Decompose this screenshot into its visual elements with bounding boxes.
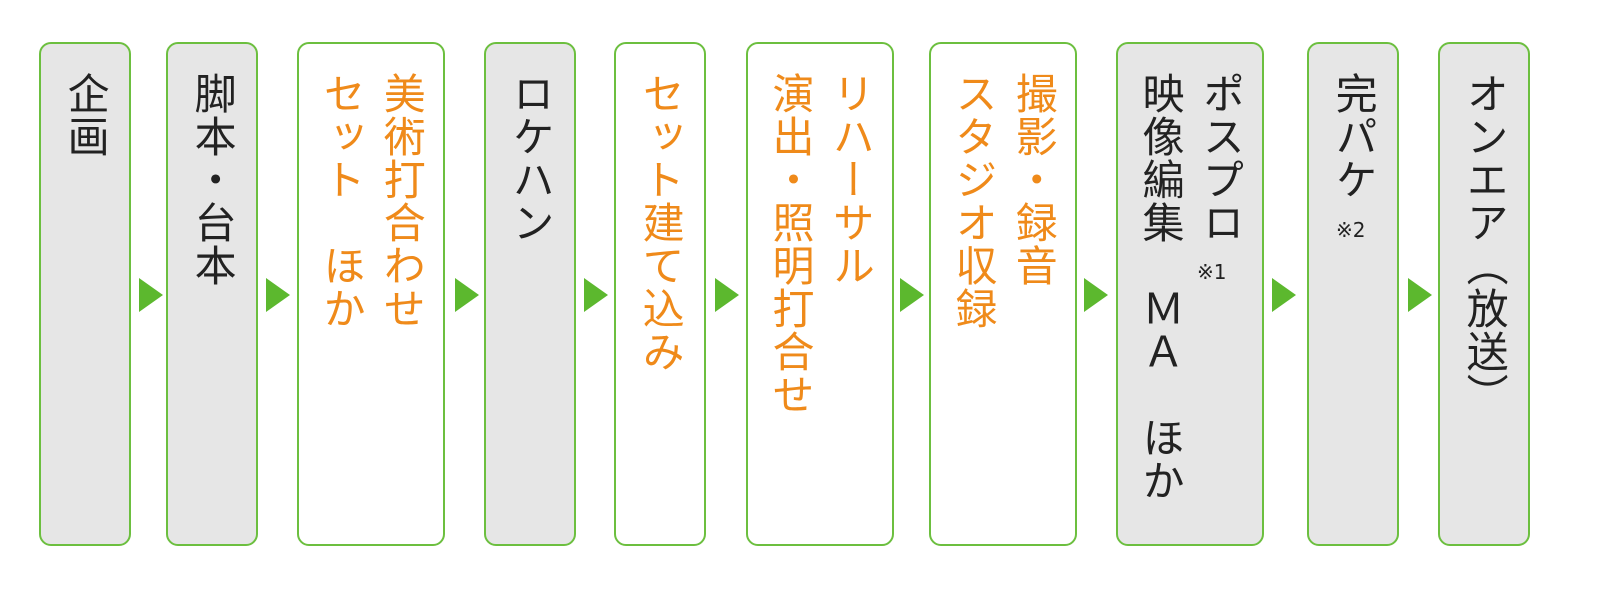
- step-8-note: ※1: [1197, 260, 1227, 284]
- step-box-8: ポスプロ 映像編集 ＭＡ ほか: [1116, 42, 1264, 546]
- step-box-4: ロケハン: [484, 42, 576, 546]
- arrow-3: [455, 278, 479, 312]
- step-1-line-1: 企画: [61, 72, 111, 158]
- step-box-7: 撮影・録音 スタジオ収録: [929, 42, 1077, 546]
- step-8-line-1: ポスプロ: [1196, 72, 1246, 244]
- step-7-line-1: 撮影・録音: [1009, 72, 1059, 287]
- arrow-9: [1408, 278, 1432, 312]
- arrow-6: [900, 278, 924, 312]
- arrow-1: [139, 278, 163, 312]
- arrow-8: [1272, 278, 1296, 312]
- step-7-line-2: スタジオ収録: [949, 72, 998, 330]
- step-box-6: リハーサル 演出・照明打合せ: [746, 42, 894, 546]
- step-3-line-2: セット ほか: [317, 72, 366, 330]
- arrow-4: [584, 278, 608, 312]
- step-box-10: オンエア（放送）: [1438, 42, 1530, 546]
- step-2-line-1: 脚本・台本: [188, 72, 238, 287]
- step-9-line-1: 完パケ: [1329, 72, 1379, 201]
- step-3-line-1: 美術打合わせ: [377, 72, 427, 330]
- step-5-line-1: セット建て込み: [636, 72, 686, 373]
- step-8-line-2: 映像編集 ＭＡ ほか: [1136, 72, 1185, 502]
- step-box-3: 美術打合わせ セット ほか: [297, 42, 445, 546]
- step-box-2: 脚本・台本: [166, 42, 258, 546]
- step-4-line-1: ロケハン: [506, 72, 556, 244]
- arrow-5: [715, 278, 739, 312]
- step-9-note: ※2: [1336, 218, 1366, 242]
- step-box-5: セット建て込み: [614, 42, 706, 546]
- arrow-7: [1084, 278, 1108, 312]
- step-box-9: 完パケ: [1307, 42, 1399, 546]
- step-box-1: 企画: [39, 42, 131, 546]
- step-10-line-1: オンエア（放送）: [1460, 72, 1510, 416]
- step-6-line-2: 演出・照明打合せ: [766, 72, 815, 416]
- arrow-2: [266, 278, 290, 312]
- step-6-line-1: リハーサル: [826, 72, 876, 287]
